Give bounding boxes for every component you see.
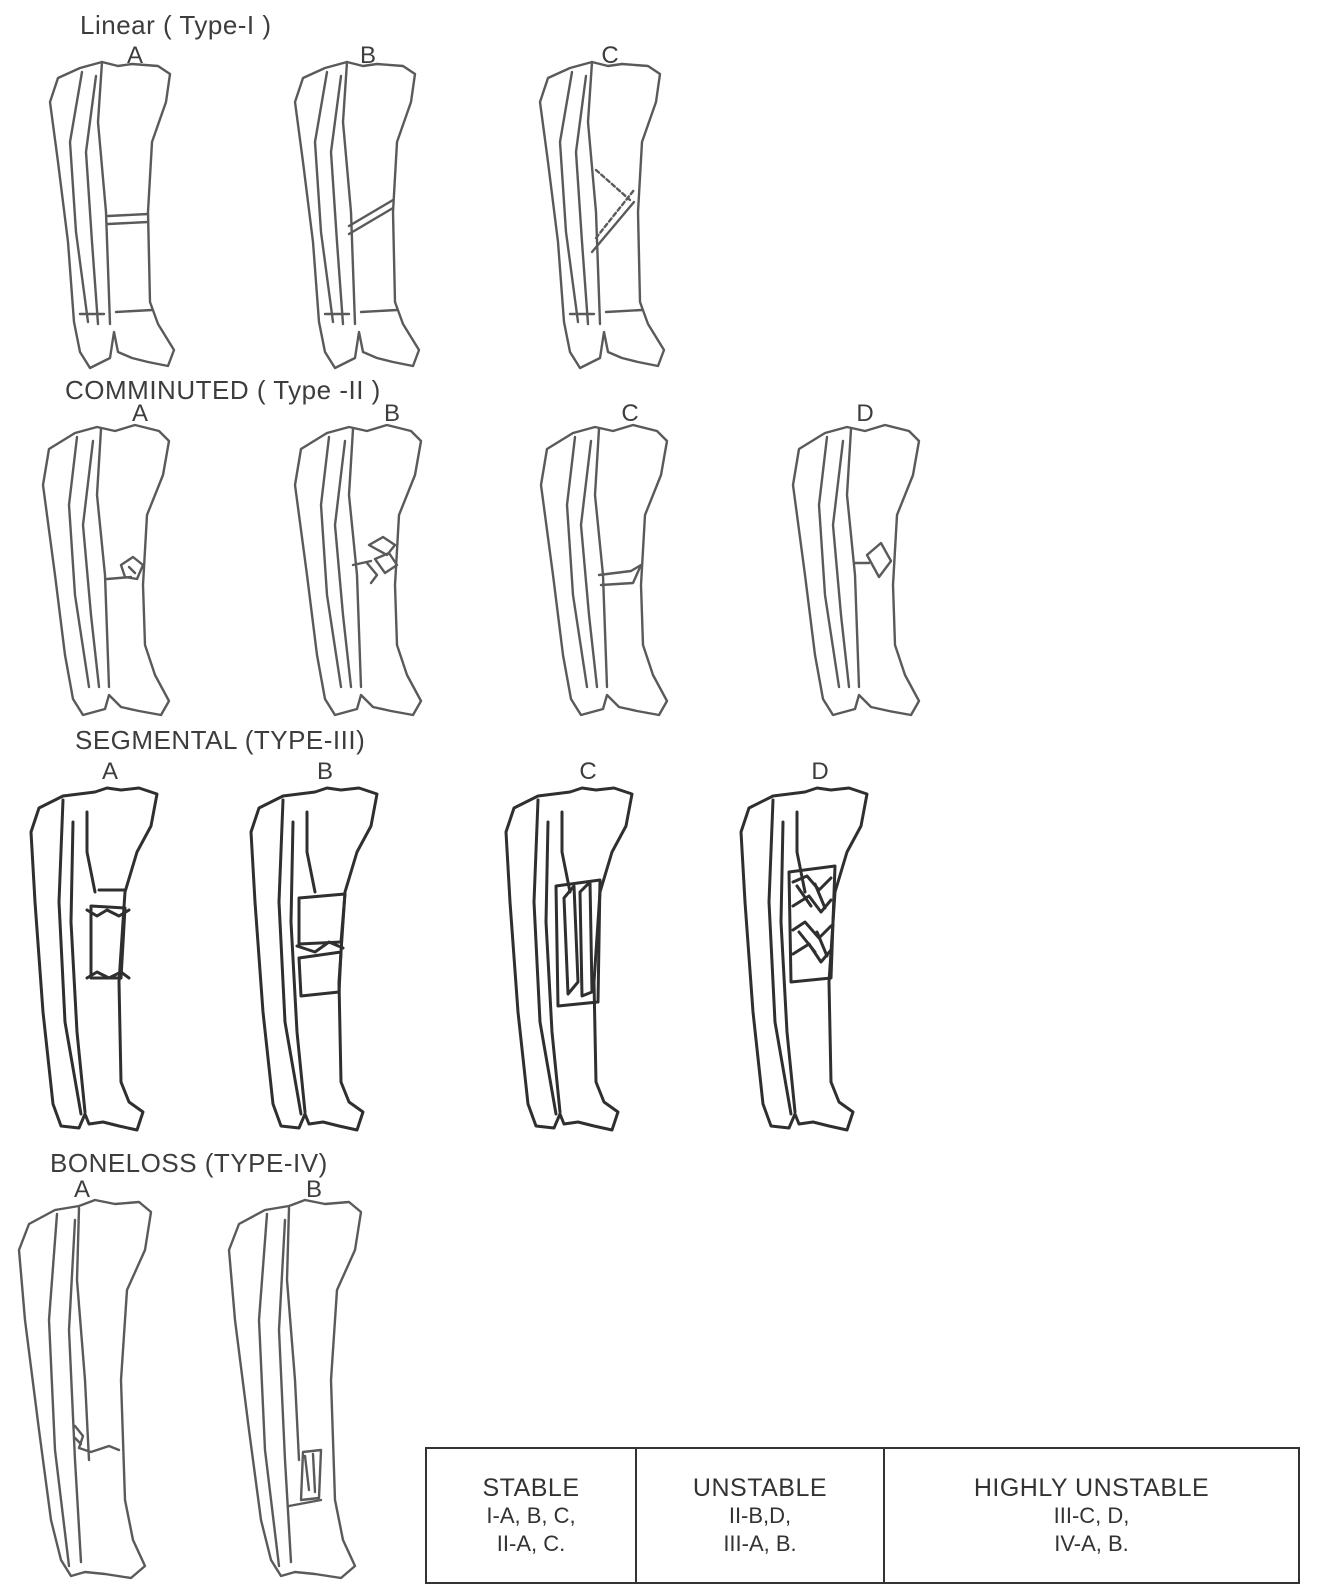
stability-legend-table: STABLE I-A, B, C, II-A, C. UNSTABLE II-B… — [425, 1447, 1300, 1584]
legend-line: IV-A, B. — [1054, 1530, 1129, 1558]
legend-header-stable: STABLE — [482, 1474, 579, 1502]
section-title-linear: Linear ( Type-I ) — [80, 10, 272, 41]
bone-type3-b — [245, 782, 385, 1137]
section-title-comminuted: COMMINUTED ( Type -II ) — [65, 375, 381, 406]
legend-line: I-A, B, C, — [486, 1502, 575, 1530]
bone-type1-a — [40, 62, 190, 372]
bone-type2-b — [287, 425, 437, 720]
legend-col-stable: STABLE I-A, B, C, II-A, C. — [427, 1449, 637, 1582]
bone-type2-d — [785, 425, 935, 720]
bone-type2-a — [35, 425, 185, 720]
legend-col-highly-unstable: HIGHLY UNSTABLE III-C, D, IV-A, B. — [885, 1449, 1298, 1582]
bone-type3-a — [25, 782, 165, 1137]
bone-type3-d — [735, 782, 875, 1137]
legend-line: II-B,D, — [729, 1502, 791, 1530]
label-type2-c: C — [610, 400, 650, 428]
section-title-segmental: SEGMENTAL (TYPE-III) — [75, 725, 365, 756]
bone-type3-c — [500, 782, 640, 1137]
label-type2-a: A — [120, 400, 160, 428]
legend-line: III-C, D, — [1054, 1502, 1130, 1530]
bone-type4-a — [15, 1200, 175, 1580]
bone-type1-b — [285, 62, 435, 372]
bone-type1-c — [530, 62, 680, 372]
bone-type2-c — [533, 425, 683, 720]
legend-header-highly-unstable: HIGHLY UNSTABLE — [974, 1474, 1209, 1502]
bone-type4-b — [225, 1200, 385, 1580]
legend-line: III-A, B. — [723, 1530, 796, 1558]
label-type2-d: D — [845, 400, 885, 428]
section-title-boneloss: BONELOSS (TYPE-IV) — [50, 1148, 328, 1179]
legend-col-unstable: UNSTABLE II-B,D, III-A, B. — [637, 1449, 885, 1582]
label-type2-b: B — [372, 400, 412, 428]
legend-header-unstable: UNSTABLE — [693, 1474, 827, 1502]
legend-line: II-A, C. — [497, 1530, 565, 1558]
